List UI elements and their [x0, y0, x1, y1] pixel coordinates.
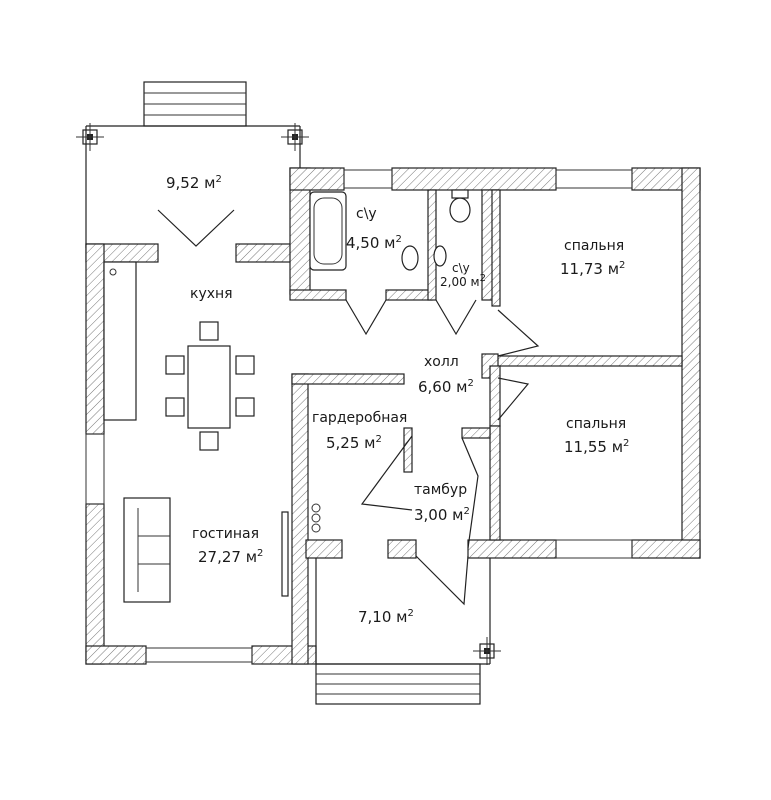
furniture	[103, 189, 471, 603]
terrace-top	[76, 81, 309, 248]
hall-area: 6,60 м2	[418, 378, 474, 396]
bedroom-2-area: 11,55 м2	[564, 438, 629, 456]
bath-2-name: с\у	[452, 261, 470, 275]
toilet-icon	[449, 197, 471, 223]
kitchen-name: кухня	[190, 286, 233, 302]
bathtub-icon	[309, 191, 347, 271]
bath-1-area: 4,50 м2	[346, 234, 402, 252]
windows	[85, 169, 633, 663]
wardrobe-area: 5,25 м2	[326, 434, 382, 452]
bath-1-name: с\у	[356, 206, 377, 222]
kitchen-counter	[103, 261, 137, 421]
doors	[157, 209, 540, 606]
sink-icon	[109, 268, 117, 276]
sofa	[123, 497, 171, 603]
bedroom-1-area: 11,73 м2	[560, 260, 625, 278]
post-icon	[76, 123, 104, 151]
bedroom-1-name: спальня	[564, 238, 624, 254]
bedroom-2-name: спальня	[566, 416, 626, 432]
vestibule-area: 3,00 м2	[414, 506, 470, 524]
post-icon	[473, 637, 501, 665]
living-area: 27,27 м2	[198, 548, 263, 566]
dining-table	[187, 345, 231, 429]
porch-area: 7,10 м2	[358, 608, 414, 626]
vestibule-name: тамбур	[414, 482, 467, 498]
tv-icon	[281, 511, 289, 597]
porch	[315, 558, 501, 705]
washing-circle-icon	[311, 503, 321, 513]
sink-icon	[433, 245, 447, 267]
room-labels: 9,52 м2 кухня с\у 4,50 м2 с\у 2,00 м2 сп…	[166, 174, 629, 626]
post-icon	[281, 123, 309, 151]
terrace-top-area: 9,52 м2	[166, 174, 222, 192]
hall-name: холл	[424, 354, 459, 370]
bath-2-area: 2,00 м2	[440, 273, 486, 289]
sink-icon	[401, 245, 419, 271]
wardrobe-name: гардеробная	[312, 410, 407, 426]
living-name: гостиная	[192, 526, 259, 542]
